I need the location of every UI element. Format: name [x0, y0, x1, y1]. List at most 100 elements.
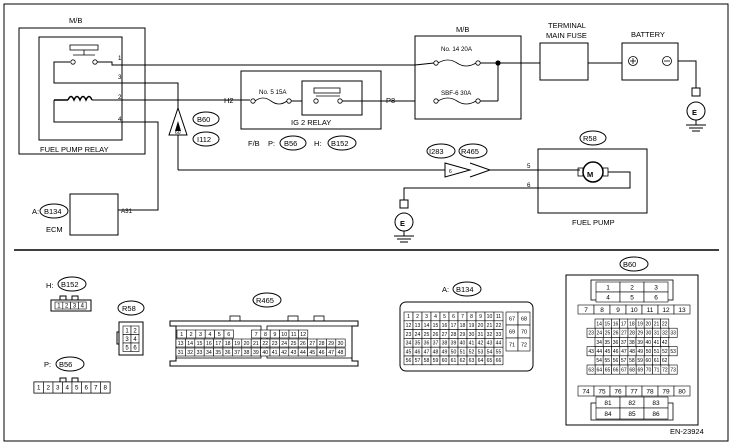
b60-pin-label: 51 — [654, 349, 660, 355]
b152-pin-label: 3 — [73, 304, 77, 310]
b60-pin-label: 23 — [588, 331, 594, 337]
b60-pin-label: 76 — [614, 388, 622, 395]
b56-prefix: P: — [44, 360, 51, 369]
ig2-relay-name: IG 2 RELAY — [291, 118, 331, 127]
r58-pin-label: 5 — [125, 345, 129, 351]
b134-pin-label: 8 — [470, 314, 473, 320]
b60-pin-label: 45 — [605, 349, 611, 355]
fb-h-prefix: H: — [314, 139, 322, 148]
b134-pin-label: 46 — [415, 349, 421, 355]
r465-pin-label: 19 — [234, 341, 240, 347]
mb-right-label: M/B — [456, 25, 469, 34]
fb-h-connector: B152 — [331, 139, 349, 148]
b60-pin-label: 14 — [596, 321, 602, 327]
wire-relay-pin1 — [97, 61, 415, 66]
figure-code: EN-23924 — [670, 427, 704, 436]
fuse-sbf6-label: SBF-6 30A — [441, 90, 472, 97]
b60-pin-label: 69 — [638, 367, 644, 373]
b134-pin-label: 47 — [424, 349, 430, 355]
b60-pin-label: 12 — [662, 307, 670, 314]
relay-coil-icon — [67, 95, 93, 102]
b60-pin-label: 13 — [678, 307, 686, 314]
b152-pin — [78, 301, 87, 310]
fb-p-connector: B56 — [284, 139, 297, 148]
b134-pin-label: 58 — [424, 358, 430, 364]
b134-pin-label: 65 — [487, 358, 493, 364]
r465-pin — [335, 347, 346, 357]
relay-pin-1: 1 — [118, 55, 122, 62]
b60-pin — [673, 385, 691, 397]
wire-pump-ground — [403, 187, 580, 200]
b152-pin-label: 1 — [57, 304, 61, 310]
r58-pin-label: 4 — [133, 337, 137, 343]
b60-pin-label: 49 — [638, 349, 644, 355]
b60-connector-label: B60 — [623, 260, 636, 269]
b134-prefix: A: — [442, 285, 449, 294]
b60-pin-label: 59 — [637, 358, 643, 364]
r465-pin-label: 4 — [208, 332, 211, 338]
b60-pin-label: 46 — [613, 349, 619, 355]
b134-pin-label: 40 — [460, 341, 466, 347]
b60-pin-label: 82 — [628, 400, 636, 407]
r58-label: R58 — [122, 304, 136, 313]
r465-pin — [335, 338, 346, 348]
r465-pin-label: 10 — [281, 332, 287, 338]
b60-pin-label: 79 — [662, 388, 670, 395]
b60-pin-label: 72 — [662, 367, 668, 373]
b56-pin-label: 3 — [56, 385, 60, 392]
b134-pin-label: 18 — [460, 323, 466, 329]
b60-pin-label: 57 — [621, 358, 627, 364]
b60-pin-label: 56 — [613, 358, 619, 364]
b60-pin-label: 58 — [629, 358, 635, 364]
b60-pin-label: 75 — [598, 388, 606, 395]
b60-pin-label: 62 — [662, 358, 668, 364]
b60-pin-label: 80 — [678, 388, 686, 395]
r465-pin-label: 13 — [178, 341, 184, 347]
fuel-pump-relay-name: FUEL PUMP RELAY — [40, 145, 109, 154]
b134-pin-label: 45 — [406, 349, 412, 355]
r465-pin-label: 39 — [253, 350, 259, 356]
b60-badge — [192, 111, 220, 127]
b152-prefix: H: — [46, 281, 54, 290]
b134-pin-label: 71 — [509, 342, 515, 348]
diagram-frame — [3, 3, 729, 442]
ground-e-label-2: E — [400, 219, 405, 228]
b60-pin-label: 5 — [630, 294, 634, 301]
fuel-pump-relay-mb-label: M/B — [69, 16, 82, 25]
b134-pin-label: 13 — [415, 323, 421, 329]
b134-pin-label: 5 — [443, 314, 446, 320]
battery — [621, 42, 679, 81]
b134-pin-label: 51 — [460, 349, 466, 355]
b60-pin-label: 37 — [621, 340, 627, 346]
r465-pin-label: 34 — [206, 350, 212, 356]
ecm-pin: A31 — [121, 208, 133, 215]
b134-pin — [517, 337, 531, 352]
ecm-name: ECM — [46, 225, 63, 234]
ig2-relay: No. 5 15A IG 2 RELAY — [240, 70, 382, 130]
b134-pin-label: 39 — [451, 341, 457, 347]
b134-pin-label: 59 — [433, 358, 439, 364]
fuel-pump-name: FUEL PUMP — [572, 218, 615, 227]
r465-pin-label: 16 — [206, 341, 212, 347]
battery-ground-icon: E — [686, 87, 706, 132]
r465-pin — [298, 329, 309, 339]
r465-pin-label: 35 — [215, 350, 221, 356]
b134-pin-label: 23 — [406, 332, 412, 338]
b134-pin-label: 30 — [469, 332, 475, 338]
b134-pin-label: 54 — [487, 349, 493, 355]
b60-pin — [643, 407, 669, 420]
b60-pin-label: 22 — [662, 321, 668, 327]
b134-pin-label: 4 — [434, 314, 437, 320]
fuel-pump-pin-5: 5 — [527, 163, 531, 170]
r465-pin-label: 22 — [262, 341, 268, 347]
b134-pin-label: 14 — [424, 323, 430, 329]
battery-plus-icon — [628, 56, 638, 66]
b60-pin-label: 78 — [646, 388, 654, 395]
i112-badge-label: I112 — [197, 135, 211, 144]
r465-pin-label: 20 — [244, 341, 250, 347]
r465-connector-label: R465 — [256, 296, 274, 305]
b60-pin-label: 81 — [604, 400, 612, 407]
b60-pin-label: 26 — [613, 331, 619, 337]
